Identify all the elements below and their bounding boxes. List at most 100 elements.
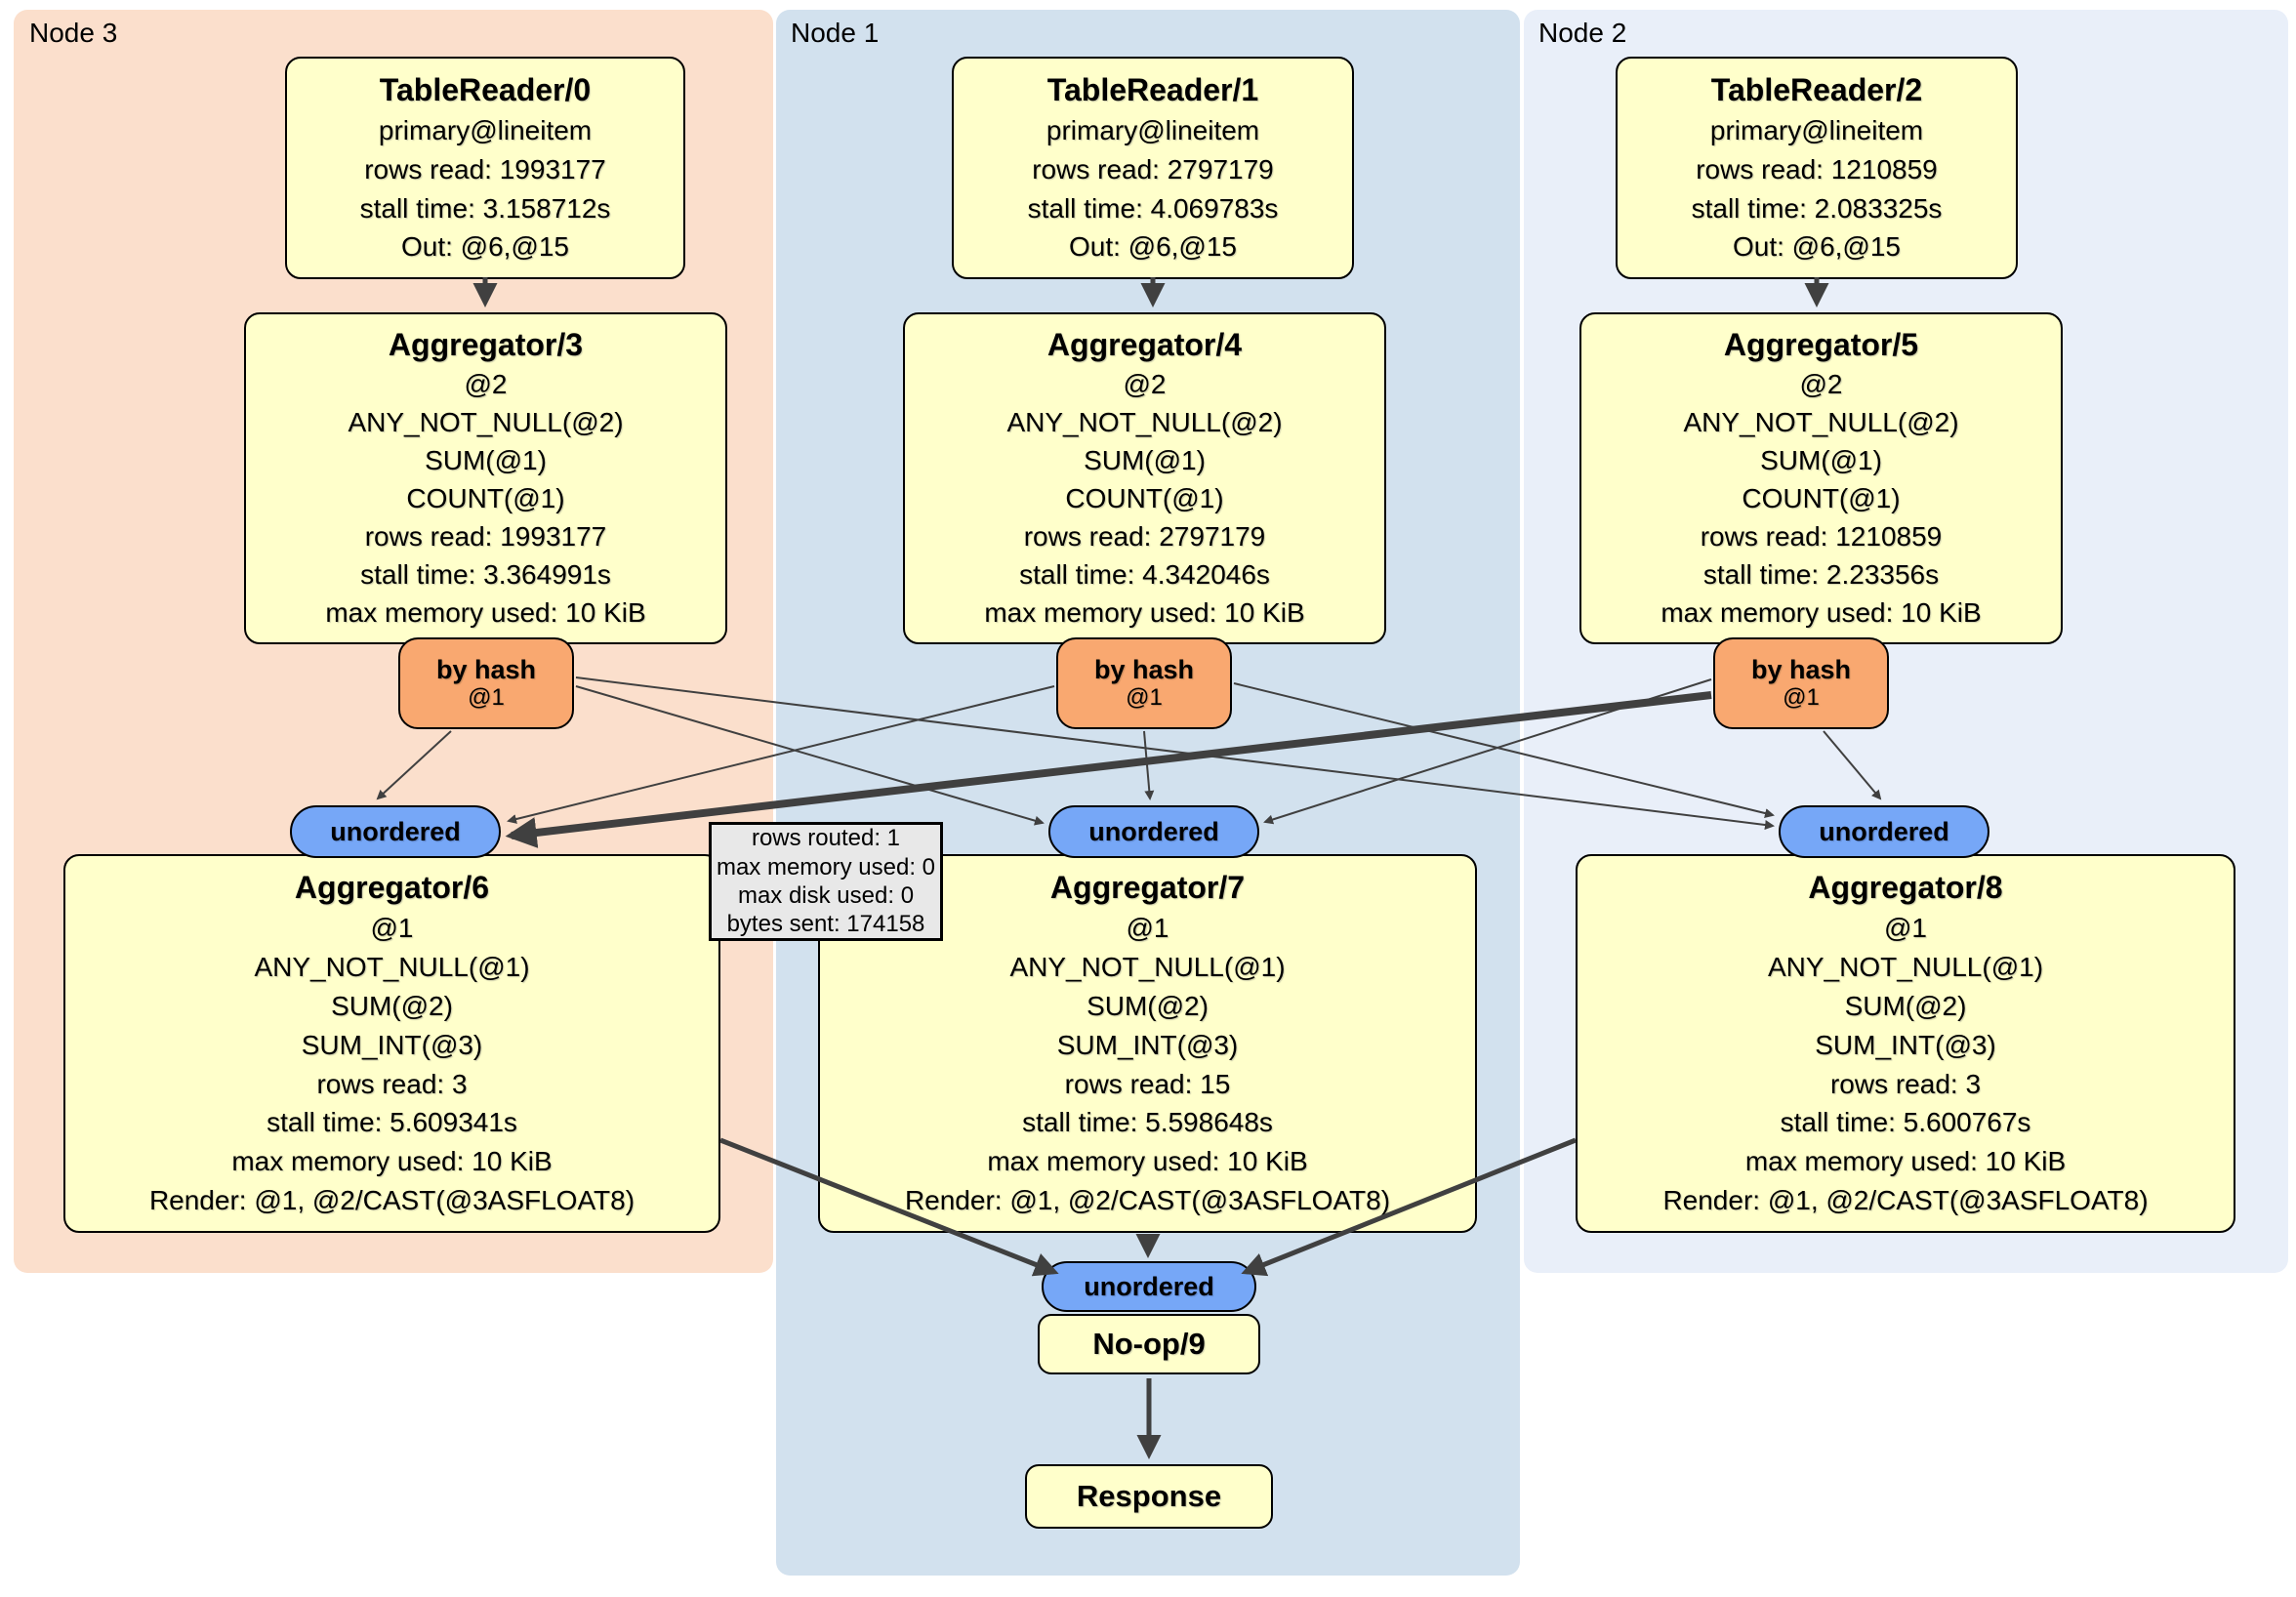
processor-title: Aggregator/4: [1046, 327, 1243, 363]
stat-line: ANY_NOT_NULL(@2): [1683, 407, 1959, 438]
processor-title: Aggregator/8: [1808, 870, 2003, 906]
processor-title: Response: [1076, 1479, 1222, 1513]
stat-line: Render: @1, @2/CAST(@3ASFLOAT8): [148, 1185, 636, 1216]
stat-line: ANY_NOT_NULL(@1): [1767, 952, 2044, 983]
sync-label: unordered: [330, 816, 461, 846]
processor-title: TableReader/0: [379, 71, 592, 107]
stat-line: ANY_NOT_NULL(@1): [1009, 952, 1286, 983]
processor-title: TableReader/1: [1046, 71, 1259, 107]
stat-line: @2: [464, 369, 508, 400]
router-key: @1: [1126, 684, 1163, 712]
processor-title: Aggregator/7: [1049, 870, 1246, 906]
aggregator-6-box: Aggregator/6 @1 ANY_NOT_NULL(@1) SUM(@2)…: [63, 854, 720, 1233]
stat-line: stall time: 2.083325s: [1691, 192, 1943, 224]
response-box: Response: [1025, 1464, 1273, 1529]
stat-line: SUM(@1): [425, 445, 547, 476]
stat-line: stall time: 4.342046s: [1019, 559, 1270, 591]
edge-stats-tooltip: rows routed: 1 max memory used: 0 max di…: [709, 822, 943, 941]
unordered-sync-node1: unordered: [1048, 805, 1259, 858]
stat-line: ANY_NOT_NULL(@1): [254, 952, 530, 983]
tooltip-line: bytes sent: 174158: [726, 911, 925, 938]
stat-line: stall time: 2.23356s: [1702, 559, 1940, 591]
stat-line: Out: @6,@15: [1732, 231, 1902, 263]
stat-line: SUM(@2): [331, 990, 453, 1021]
stat-line: rows read: 2797179: [1032, 153, 1274, 184]
stat-line: Out: @6,@15: [400, 231, 570, 263]
aggregator-5-box: Aggregator/5 @2 ANY_NOT_NULL(@2) SUM(@1)…: [1579, 312, 2063, 644]
node1-region-label: Node 1: [791, 18, 880, 48]
stat-line: stall time: 5.609341s: [266, 1107, 517, 1138]
stat-line: SUM_INT(@3): [1056, 1029, 1239, 1060]
table-reader-0-box: TableReader/0 primary@lineitem rows read…: [285, 57, 685, 279]
stat-line: max memory used: 10 KiB: [325, 596, 646, 628]
router-title: by hash: [435, 655, 537, 685]
node3-region-label: Node 3: [29, 18, 118, 48]
processor-title: Aggregator/5: [1723, 327, 1919, 363]
table-reader-1-box: TableReader/1 primary@lineitem rows read…: [952, 57, 1354, 279]
stat-line: stall time: 4.069783s: [1027, 192, 1279, 224]
stat-line: rows read: 1993177: [364, 521, 607, 553]
stat-line: max memory used: 10 KiB: [987, 1146, 1308, 1177]
hash-router-node1: by hash @1: [1056, 637, 1232, 729]
stat-line: max memory used: 10 KiB: [1660, 596, 1982, 628]
unordered-sync-node2: unordered: [1779, 805, 1989, 858]
hash-router-node2: by hash @1: [1713, 637, 1889, 729]
stat-line: ANY_NOT_NULL(@2): [348, 407, 624, 438]
stat-line: primary@lineitem: [1709, 115, 1924, 146]
stat-line: rows read: 3: [1829, 1068, 1982, 1099]
stat-line: Render: @1, @2/CAST(@3ASFLOAT8): [1662, 1185, 2149, 1216]
stat-line: ANY_NOT_NULL(@2): [1006, 407, 1283, 438]
stat-line: SUM(@2): [1844, 990, 1967, 1021]
processor-title: No-op/9: [1092, 1327, 1206, 1361]
sync-label: unordered: [1088, 816, 1219, 846]
stat-line: @2: [1799, 369, 1843, 400]
stat-line: primary@lineitem: [1046, 115, 1260, 146]
sync-label: unordered: [1084, 1271, 1214, 1301]
unordered-sync-final: unordered: [1042, 1261, 1256, 1312]
stat-line: @1: [370, 913, 414, 944]
processor-title: Aggregator/3: [388, 327, 584, 363]
stat-line: max memory used: 10 KiB: [984, 596, 1305, 628]
router-key: @1: [1783, 684, 1820, 712]
stat-line: max memory used: 10 KiB: [231, 1146, 553, 1177]
stat-line: rows read: 1210859: [1696, 153, 1938, 184]
noop-box: No-op/9: [1038, 1314, 1260, 1374]
stat-line: COUNT(@1): [406, 483, 565, 514]
tooltip-line: max disk used: 0: [737, 882, 915, 909]
stat-line: @1: [1126, 913, 1169, 944]
router-title: by hash: [1750, 655, 1852, 685]
stat-line: SUM(@1): [1760, 445, 1882, 476]
stat-line: Out: @6,@15: [1068, 231, 1238, 263]
stat-line: primary@lineitem: [378, 115, 593, 146]
unordered-sync-node3: unordered: [290, 805, 501, 858]
stat-line: COUNT(@1): [1742, 483, 1901, 514]
tooltip-line: rows routed: 1: [751, 825, 901, 852]
sync-label: unordered: [1819, 816, 1949, 846]
stat-line: stall time: 5.598648s: [1022, 1107, 1273, 1138]
stat-line: rows read: 1210859: [1700, 521, 1943, 553]
stat-line: Render: @1, @2/CAST(@3ASFLOAT8): [904, 1185, 1391, 1216]
aggregator-4-box: Aggregator/4 @2 ANY_NOT_NULL(@2) SUM(@1)…: [903, 312, 1386, 644]
processor-title: TableReader/2: [1710, 71, 1923, 107]
stat-line: SUM_INT(@3): [1815, 1029, 1996, 1060]
tooltip-line: max memory used: 0: [716, 853, 936, 880]
table-reader-2-box: TableReader/2 primary@lineitem rows read…: [1616, 57, 2018, 279]
stat-line: stall time: 3.158712s: [359, 192, 611, 224]
router-key: @1: [468, 684, 505, 712]
processor-title: Aggregator/6: [294, 870, 490, 906]
aggregator-3-box: Aggregator/3 @2 ANY_NOT_NULL(@2) SUM(@1)…: [244, 312, 727, 644]
stat-line: SUM(@1): [1084, 445, 1206, 476]
stat-line: rows read: 1993177: [364, 153, 606, 184]
stat-line: @2: [1123, 369, 1167, 400]
stat-line: rows read: 3: [316, 1068, 468, 1099]
stat-line: SUM(@2): [1086, 990, 1209, 1021]
stat-line: rows read: 2797179: [1023, 521, 1266, 553]
stat-line: stall time: 3.364991s: [360, 559, 611, 591]
stat-line: COUNT(@1): [1065, 483, 1224, 514]
stat-line: max memory used: 10 KiB: [1744, 1146, 2067, 1177]
node2-region-label: Node 2: [1538, 18, 1627, 48]
aggregator-8-box: Aggregator/8 @1 ANY_NOT_NULL(@1) SUM(@2)…: [1576, 854, 2235, 1233]
stat-line: SUM_INT(@3): [301, 1029, 483, 1060]
stat-line: rows read: 15: [1064, 1068, 1231, 1099]
hash-router-node3: by hash @1: [398, 637, 574, 729]
